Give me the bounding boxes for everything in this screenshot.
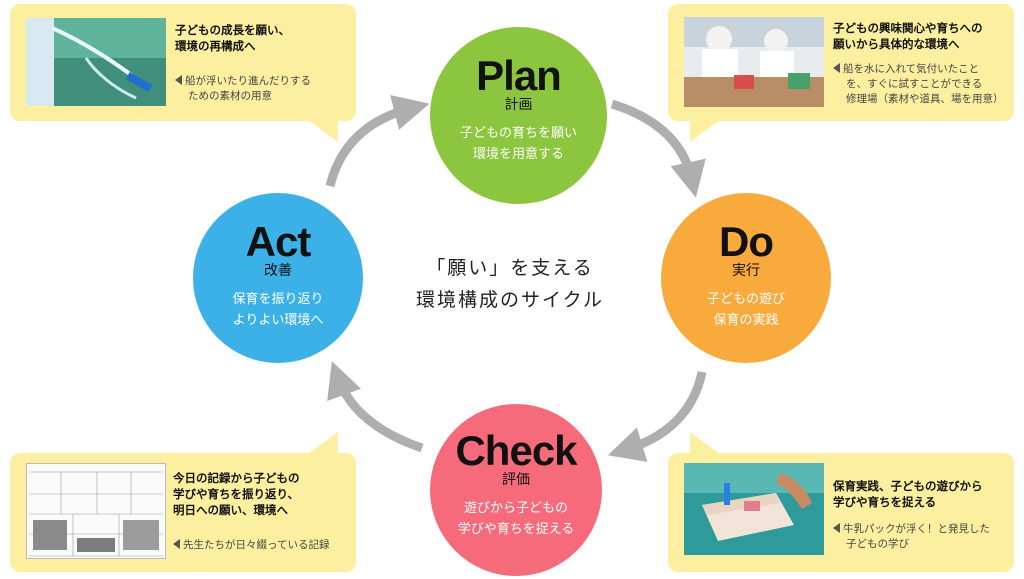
note-bottom-left-title-line2: 学びや育ちを振り返り、 bbox=[173, 487, 300, 501]
do-description: 子どもの遊び 保育の実践 bbox=[661, 289, 831, 331]
note-top-left-tail bbox=[308, 120, 338, 142]
children-workshop-photo bbox=[684, 17, 824, 107]
arrow-check-to-act bbox=[327, 361, 424, 453]
note-top-left-title: 子どもの成長を願い、 環境の再構成へ bbox=[175, 22, 350, 54]
note-top-left-title-line2: 環境の再構成へ bbox=[175, 39, 256, 53]
arrow-act-to-plan bbox=[325, 94, 430, 188]
pointer-triangle-icon bbox=[173, 539, 180, 549]
note-top-right-title-line1: 子どもの興味関心や育ちへの bbox=[833, 21, 983, 35]
do-title: Do bbox=[719, 218, 774, 265]
center-caption-line2: 環境構成のサイクル bbox=[415, 289, 605, 311]
pointer-triangle-icon bbox=[175, 75, 182, 85]
note-bottom-right-title: 保育実践、子どもの遊びから 学びや育ちを捉える bbox=[833, 478, 1011, 510]
plan-description: 子どもの育ちを願い 環境を用意する bbox=[430, 123, 607, 165]
note-bottom-right-title-line2: 学びや育ちを捉える bbox=[833, 495, 937, 509]
note-top-right-sub-line1: 船を水に入れて気付いたこと bbox=[843, 63, 980, 75]
pointer-triangle-icon bbox=[833, 63, 840, 73]
note-top-left-sub-line2: ための素材の用意 bbox=[188, 90, 272, 102]
center-caption: 「願い」を支える 環境構成のサイクル bbox=[380, 252, 640, 316]
note-bottom-right-sub: 牛乳パックが浮く！と発見した 子どもの学び bbox=[833, 522, 1011, 552]
note-top-right-sub-line2: を、すぐに試すことができる bbox=[846, 78, 983, 90]
plan-circle: Plan 計画 子どもの育ちを願い 環境を用意する bbox=[430, 27, 607, 204]
note-bottom-left-title-line1: 今日の記録から子どもの bbox=[173, 471, 300, 485]
plan-title: Plan bbox=[476, 52, 562, 99]
note-bottom-right-sub-line2: 子どもの学び bbox=[846, 538, 909, 550]
note-top-left-sub: 船が浮いたり進んだりする ための素材の用意 bbox=[175, 74, 350, 104]
note-top-right-title-line2: 願いから具体的な環境へ bbox=[833, 37, 960, 51]
check-desc-line2: 学びや育ちを捉える bbox=[457, 522, 575, 537]
pointer-triangle-icon bbox=[833, 523, 840, 533]
note-bottom-left-sub-line1: 先生たちが日々綴っている記録 bbox=[183, 539, 330, 551]
note-bottom-right-title-line1: 保育実践、子どもの遊びから bbox=[833, 479, 983, 493]
do-circle: Do 実行 子どもの遊び 保育の実践 bbox=[661, 193, 831, 363]
plan-desc-line2: 環境を用意する bbox=[472, 147, 564, 162]
do-desc-line1: 子どもの遊び bbox=[706, 292, 785, 307]
plan-jp-label: 計画 bbox=[504, 97, 533, 113]
act-title: Act bbox=[245, 218, 312, 265]
note-top-right-title: 子どもの興味関心や育ちへの 願いから具体的な環境へ bbox=[833, 20, 1011, 52]
act-description: 保育を振り返り よりよい環境へ bbox=[193, 289, 363, 331]
do-jp-label: 実行 bbox=[732, 263, 760, 279]
note-bottom-right-sub-line1: 牛乳パックが浮く！と発見した bbox=[843, 523, 990, 535]
note-bottom-right-tail bbox=[690, 432, 720, 454]
act-desc-line2: よりよい環境へ bbox=[232, 313, 324, 328]
check-jp-label: 評価 bbox=[502, 472, 530, 488]
check-description: 遊びから子どもの 学びや育ちを捉える bbox=[430, 498, 602, 540]
milk-carton-boat-photo bbox=[684, 463, 824, 555]
act-desc-line1: 保育を振り返り bbox=[232, 292, 324, 307]
act-jp-label: 改善 bbox=[264, 263, 292, 279]
note-top-left-sub-line1: 船が浮いたり進んだりする bbox=[185, 75, 311, 87]
plan-desc-line1: 子どもの育ちを願い bbox=[459, 126, 577, 141]
check-title: Check bbox=[455, 427, 577, 474]
note-top-right-tail bbox=[690, 120, 720, 142]
check-circle: Check 評価 遊びから子どもの 学びや育ちを捉える bbox=[430, 404, 602, 576]
note-top-right-sub: 船を水に入れて気付いたこと を、すぐに試すことができる 修理場（素材や道具、場を… bbox=[833, 62, 1011, 107]
act-circle: Act 改善 保育を振り返り よりよい環境へ bbox=[193, 193, 363, 363]
daily-record-document-photo bbox=[26, 463, 166, 559]
note-top-right-sub-line3: 修理場（素材や道具、場を用意） bbox=[846, 93, 1004, 105]
do-desc-line2: 保育の実践 bbox=[713, 313, 779, 328]
check-desc-line1: 遊びから子どもの bbox=[463, 501, 568, 516]
note-bottom-left-title-line3: 明日への願い、環境へ bbox=[173, 503, 288, 517]
note-bottom-left-sub: 先生たちが日々綴っている記録 bbox=[173, 538, 353, 553]
note-top-left-title-line1: 子どもの成長を願い、 bbox=[175, 23, 290, 37]
note-bottom-left-tail bbox=[308, 432, 338, 454]
note-bottom-left-title: 今日の記録から子どもの 学びや育ちを振り返り、 明日への願い、環境へ bbox=[173, 470, 353, 518]
water-bottle-photo bbox=[26, 18, 166, 106]
center-caption-line1: 「願い」を支える bbox=[426, 257, 594, 279]
arrow-plan-to-do bbox=[610, 99, 706, 198]
arrow-do-to-check bbox=[607, 371, 707, 462]
